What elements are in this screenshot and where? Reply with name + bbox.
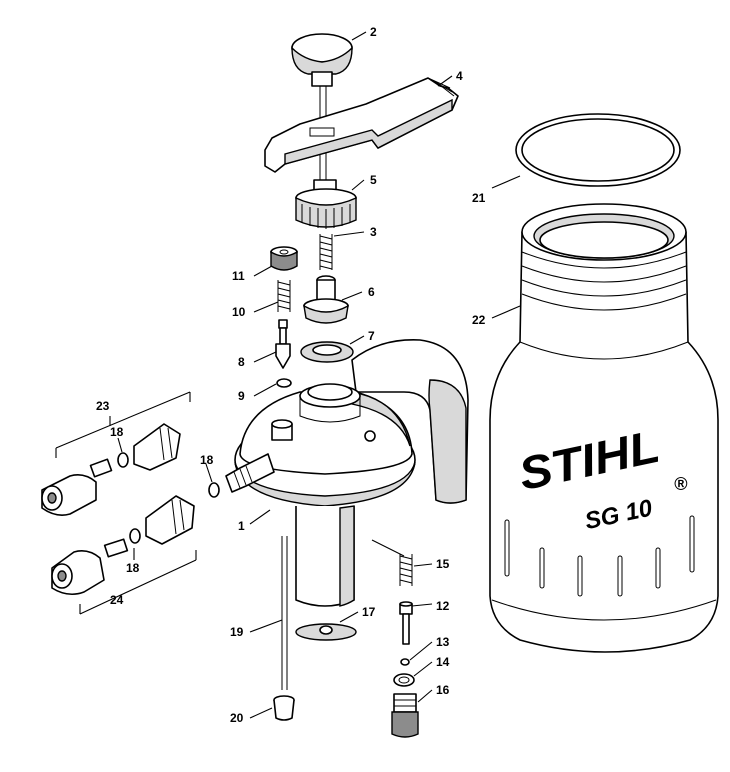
part-8-valve-pin — [275, 319, 291, 369]
callout-8: 8 — [238, 355, 245, 369]
part-21-gasket-ring — [515, 113, 681, 187]
callout-20: 20 — [230, 711, 244, 725]
callout-labels: 1 2 3 4 5 6 7 8 9 10 11 12 13 14 15 16 1… — [96, 25, 486, 725]
part-24-nozzle-set-b — [51, 495, 197, 615]
part-6-piston — [303, 275, 349, 324]
callout-10: 10 — [232, 305, 246, 319]
registered-mark: ® — [674, 474, 688, 494]
callout-12: 12 — [436, 599, 450, 613]
callout-17: 17 — [362, 605, 376, 619]
callout-14: 14 — [436, 655, 450, 669]
callout-22: 22 — [472, 313, 486, 327]
part-14-o-ring — [393, 673, 415, 687]
leader-lines — [117, 31, 521, 719]
callout-16: 16 — [436, 683, 450, 697]
part-5-threaded-collar — [295, 179, 357, 229]
part-22-container-bottle: STIHL ® SG 10 — [489, 203, 719, 653]
callout-3: 3 — [370, 225, 377, 239]
callout-7: 7 — [368, 329, 375, 343]
callout-15: 15 — [436, 557, 450, 571]
part-13-small-o-ring — [400, 658, 410, 666]
callout-11: 11 — [232, 269, 245, 283]
callout-18-set-b: 18 — [126, 561, 140, 575]
part-20-filter — [273, 695, 295, 721]
part-15-relief-spring — [399, 554, 413, 586]
callout-13: 13 — [436, 635, 450, 649]
part-3-spring — [319, 234, 333, 270]
part-18-o-ring-spout — [208, 482, 220, 498]
part-10-valve-spring — [277, 280, 291, 312]
part-4-handle-lever — [264, 77, 459, 173]
part-19-dip-tube — [281, 536, 288, 690]
part-7-piston-seal — [300, 341, 354, 363]
callout-2: 2 — [370, 25, 377, 39]
part-2-pump-knob — [291, 33, 353, 190]
callout-6: 6 — [368, 285, 375, 299]
callout-4: 4 — [456, 69, 463, 83]
part-23-nozzle-set-a — [41, 391, 191, 516]
part-17-washer — [295, 623, 357, 641]
part-12-relief-pin — [399, 601, 413, 645]
part-9-o-ring — [276, 378, 292, 388]
callout-18-set-a: 18 — [110, 425, 124, 439]
callout-5: 5 — [370, 173, 377, 187]
callout-24: 24 — [110, 593, 124, 607]
part-11-valve-cap — [270, 246, 298, 271]
part-1-pump-housing — [225, 339, 469, 607]
callout-1: 1 — [238, 519, 245, 533]
part-16-valve-body — [391, 693, 419, 738]
callout-19: 19 — [230, 625, 244, 639]
callout-23: 23 — [96, 399, 110, 413]
callout-21: 21 — [472, 191, 486, 205]
callout-18-spout: 18 — [200, 453, 214, 467]
callout-9: 9 — [238, 389, 245, 403]
